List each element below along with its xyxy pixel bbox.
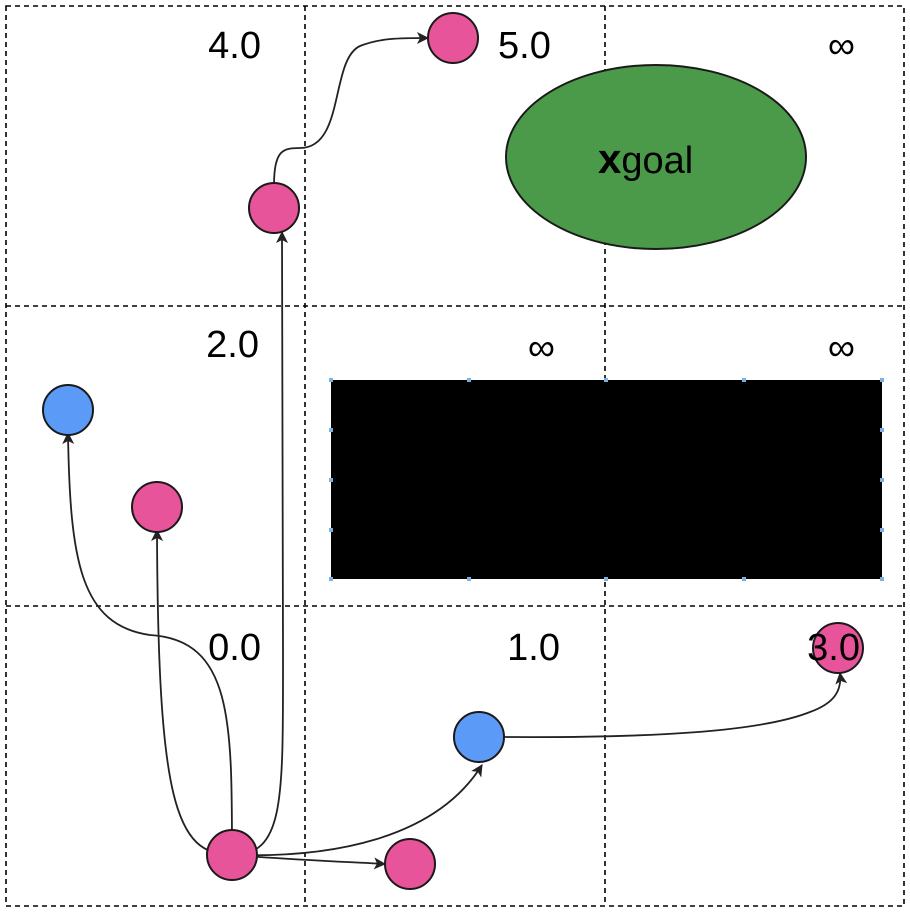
goal-region [505,64,807,250]
handle [742,577,746,581]
handle [467,577,471,581]
handle [329,428,333,432]
node-low-right [384,838,436,890]
handle [880,428,884,432]
handle [880,378,884,382]
node-corner-pink [812,622,864,674]
tree-nodes [42,12,864,890]
goal-label: xgoal [598,135,693,182]
cell-label-top-left: 4.0 [208,25,261,67]
cell-label-middle-left: 2.0 [206,324,259,366]
handle [880,577,884,581]
edge-mid-blue-to-corner-pink [502,672,848,739]
node-top-pink [427,12,479,64]
cell-label-bottom-right: 3.0 [807,627,860,669]
handle [329,378,333,382]
obstacle [329,378,884,581]
obstacle-handles [329,378,884,581]
node-left-pink [131,481,183,533]
edge-root-to-mid-blue [231,764,483,857]
handle [604,577,608,581]
node-root [206,829,258,881]
goal-subscript: goal [621,140,693,182]
handle [467,378,471,382]
grid-border [5,5,905,907]
handle [329,528,333,532]
edge-root-to-left-blue [62,432,233,856]
cell-label-bottom-left: 0.0 [208,627,261,669]
handle [329,478,333,482]
edge-to-top-pink [273,32,429,186]
handle [604,378,608,382]
node-mid-blue [453,711,505,763]
obstacle-block [331,380,882,579]
node-top-left-pink [248,182,300,234]
cell-label-top-middle: 5.0 [498,25,551,67]
cell-label-bottom-middle: 1.0 [507,627,560,669]
cell-label-top-right: ∞ [828,25,855,67]
handle [880,478,884,482]
handle [329,577,333,581]
goal-symbol: x [598,135,622,182]
cell-label-middle-right: ∞ [828,327,855,369]
cell-label-middle-middle: ∞ [528,327,555,369]
handle [880,528,884,532]
node-left-blue [42,384,94,436]
handle [742,378,746,382]
cell-labels: 4.0 5.0 ∞ 2.0 ∞ ∞ 0.0 1.0 3.0 [206,25,860,669]
